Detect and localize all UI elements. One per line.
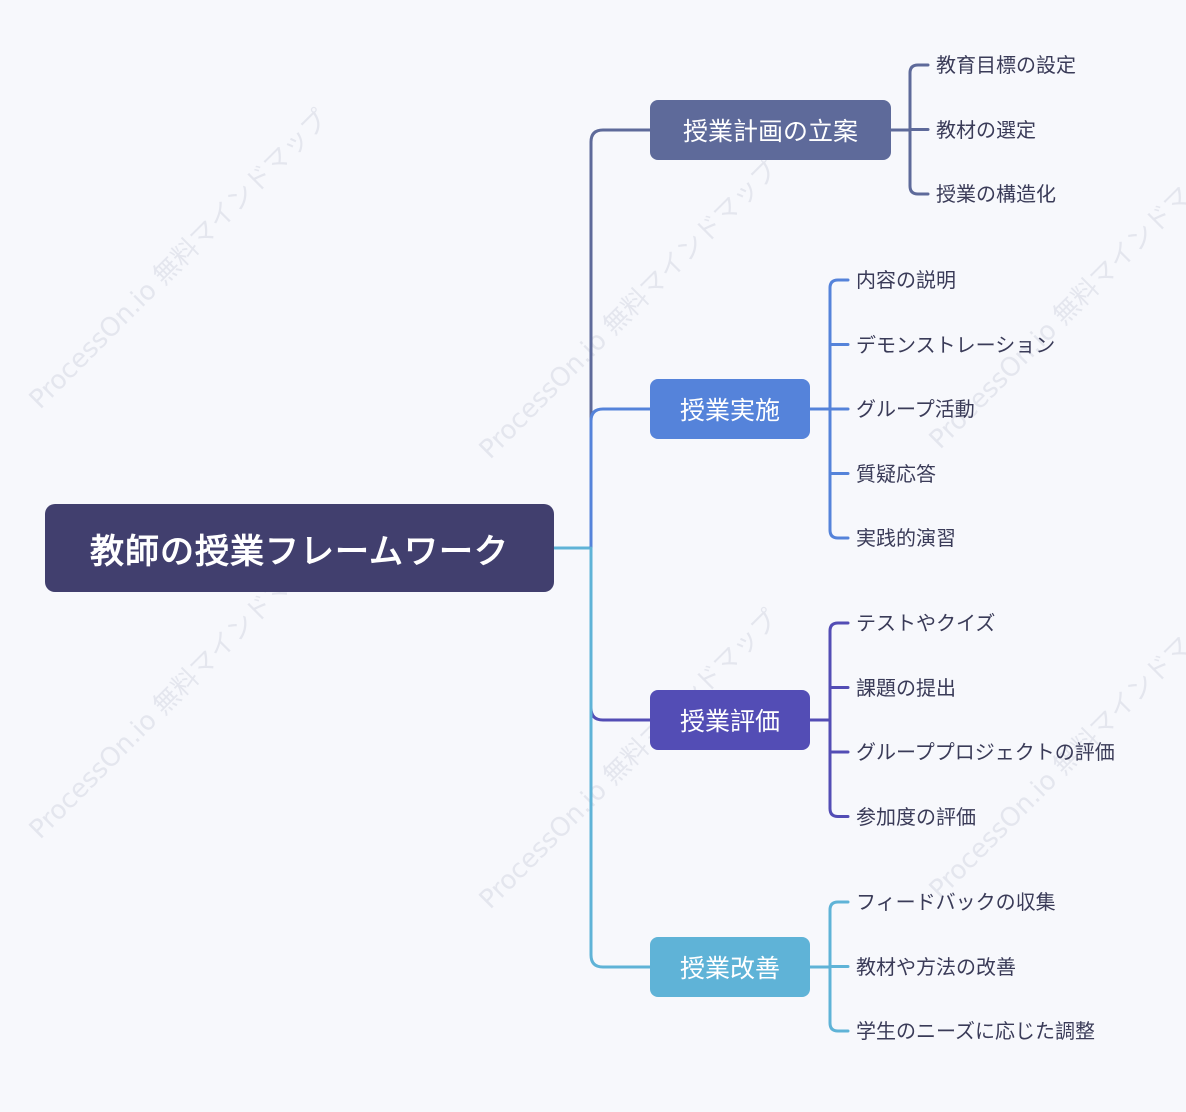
leaf-node[interactable]: 参加度の評価 xyxy=(856,804,976,829)
branch-connector xyxy=(589,546,652,969)
leaf-node[interactable]: 実践的演習 xyxy=(856,526,956,550)
connector-layer xyxy=(552,63,930,1033)
leaf-node[interactable]: 授業の構造化 xyxy=(936,182,1056,206)
leaf-node[interactable]: テストやクイズ xyxy=(856,611,996,635)
leaf-node[interactable]: 学生のニーズに応じた調整 xyxy=(856,1019,1095,1043)
root-node[interactable]: 教師の授業フレームワーク xyxy=(45,504,554,592)
branch-node[interactable]: 授業計画の立案 xyxy=(650,100,891,160)
watermark-text: ProcessOn.io 無料マインドマップ xyxy=(24,104,335,415)
branch-node[interactable]: 授業改善 xyxy=(650,937,810,997)
leaf-node[interactable]: グループ活動 xyxy=(856,397,975,421)
branch-node[interactable]: 授業評価 xyxy=(650,690,810,750)
branch-label: 授業評価 xyxy=(679,707,780,736)
leaf-node[interactable]: 内容の説明 xyxy=(856,268,956,292)
branch-connector xyxy=(589,407,652,550)
leaf-node[interactable]: グループプロジェクトの評価 xyxy=(856,740,1115,764)
branch-label: 授業改善 xyxy=(679,954,780,983)
branch-connector xyxy=(589,128,652,550)
leaf-node[interactable]: 教材や方法の改善 xyxy=(856,954,1016,979)
branch-label: 授業計画の立案 xyxy=(682,117,858,146)
leaf-bracket xyxy=(828,621,850,818)
branch-label: 授業実施 xyxy=(679,396,780,425)
leaf-node[interactable]: 課題の提出 xyxy=(856,675,956,700)
root-label: 教師の授業フレームワーク xyxy=(90,531,509,572)
leaf-node[interactable]: 教材の選定 xyxy=(936,117,1036,142)
branch-node[interactable]: 授業実施 xyxy=(650,379,810,439)
watermark-text: ProcessOn.io 無料マインドマップ xyxy=(474,604,785,915)
leaf-node[interactable]: フィードバックの収集 xyxy=(856,890,1056,914)
leaf-node[interactable]: 教育目標の設定 xyxy=(936,53,1076,77)
leaf-node[interactable]: 質疑応答 xyxy=(856,461,936,486)
leaf-node[interactable]: デモンストレーション xyxy=(856,332,1056,357)
branch-connector xyxy=(589,546,652,722)
